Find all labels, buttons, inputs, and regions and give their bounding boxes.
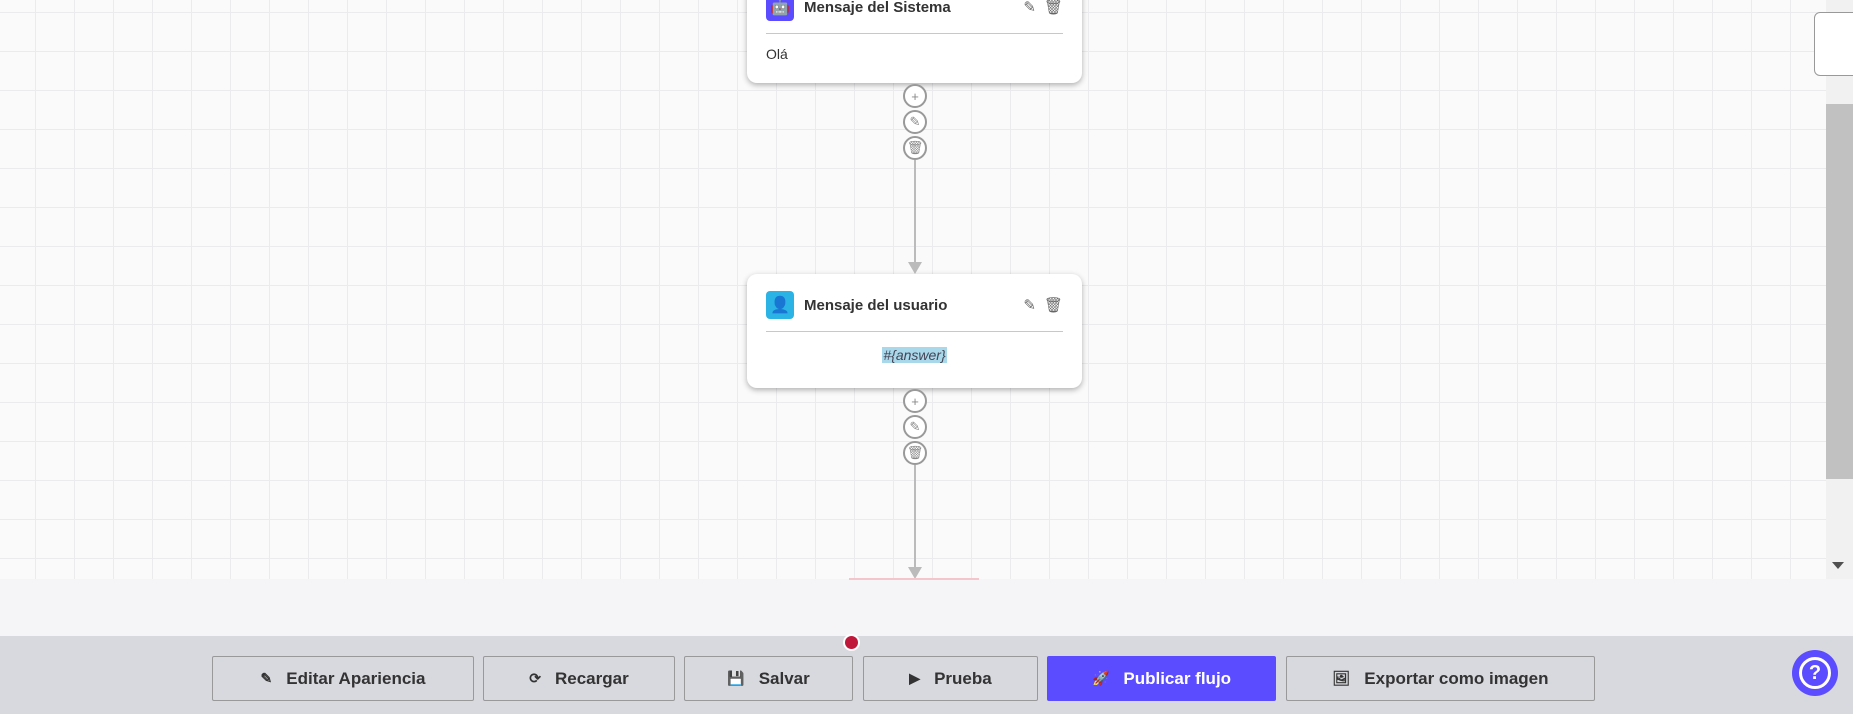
arrow-icon — [908, 262, 922, 274]
edit-connection-button[interactable]: ✎ — [903, 110, 927, 134]
delete-connection-button[interactable]: 🗑 — [903, 441, 927, 465]
scroll-down-arrow[interactable] — [1832, 562, 1844, 569]
node-content: #{answer} — [882, 347, 947, 363]
test-button[interactable]: ▶ Prueba — [863, 656, 1038, 701]
arrow-icon — [908, 567, 922, 579]
question-icon: ? — [1799, 657, 1831, 689]
user-icon: 👤 — [766, 291, 794, 319]
add-node-button[interactable]: + — [903, 389, 927, 413]
node-system-message[interactable]: 🤖 Mensaje del Sistema ✎ 🗑 Olá — [747, 0, 1082, 83]
bottom-toolbar: ✎ Editar Apariencia ⟳ Recargar 💾 Salvar ▶ Pr… — [0, 634, 1853, 714]
save-icon: 💾 — [727, 670, 745, 686]
button-label: Exportar como imagen — [1364, 668, 1549, 688]
edit-connection-button[interactable]: ✎ — [903, 415, 927, 439]
button-label: Editar Apariencia — [286, 668, 426, 688]
robot-icon: 🤖 — [766, 0, 794, 21]
reload-button[interactable]: ⟳ Recargar — [483, 656, 675, 701]
unsaved-indicator — [843, 634, 860, 651]
divider — [766, 331, 1063, 332]
divider — [766, 33, 1063, 34]
export-image-button[interactable]: 🖼 Exportar como imagen — [1286, 656, 1595, 701]
refresh-icon: ⟳ — [529, 670, 541, 686]
minimap-panel[interactable] — [1814, 12, 1853, 76]
pencil-icon[interactable]: ✎ — [1023, 0, 1036, 16]
image-icon: 🖼 — [1332, 670, 1351, 686]
pencil-icon[interactable]: ✎ — [1023, 297, 1036, 314]
delete-connection-button[interactable]: 🗑 — [903, 136, 927, 160]
button-label: Publicar flujo — [1123, 668, 1232, 688]
button-label: Prueba — [934, 668, 992, 688]
node-title: Mensaje del Sistema — [804, 0, 951, 16]
save-button[interactable]: 💾 Salvar — [684, 656, 853, 701]
rocket-icon: 🚀 — [1091, 670, 1110, 686]
help-button[interactable]: ? — [1792, 650, 1838, 696]
node-title: Mensaje del usuario — [804, 296, 948, 314]
trash-icon[interactable]: 🗑 — [1043, 0, 1063, 16]
add-node-button[interactable]: + — [903, 84, 927, 108]
edit-appearance-button[interactable]: ✎ Editar Apariencia — [212, 656, 474, 701]
trash-icon[interactable]: 🗑 — [1043, 297, 1063, 314]
connector-line — [914, 465, 916, 569]
next-node-edge — [849, 578, 979, 580]
play-icon: ▶ — [909, 670, 921, 686]
node-content: Olá — [766, 46, 788, 62]
scrollbar-thumb[interactable] — [1826, 104, 1853, 479]
publish-flow-button[interactable]: 🚀 Publicar flujo — [1047, 656, 1276, 701]
node-user-message[interactable]: 👤 Mensaje del usuario ✎ 🗑 #{answer} — [747, 274, 1082, 388]
button-label: Salvar — [758, 668, 810, 688]
button-label: Recargar — [555, 668, 629, 688]
connector-line — [914, 160, 916, 264]
edit-icon: ✎ — [260, 670, 273, 686]
